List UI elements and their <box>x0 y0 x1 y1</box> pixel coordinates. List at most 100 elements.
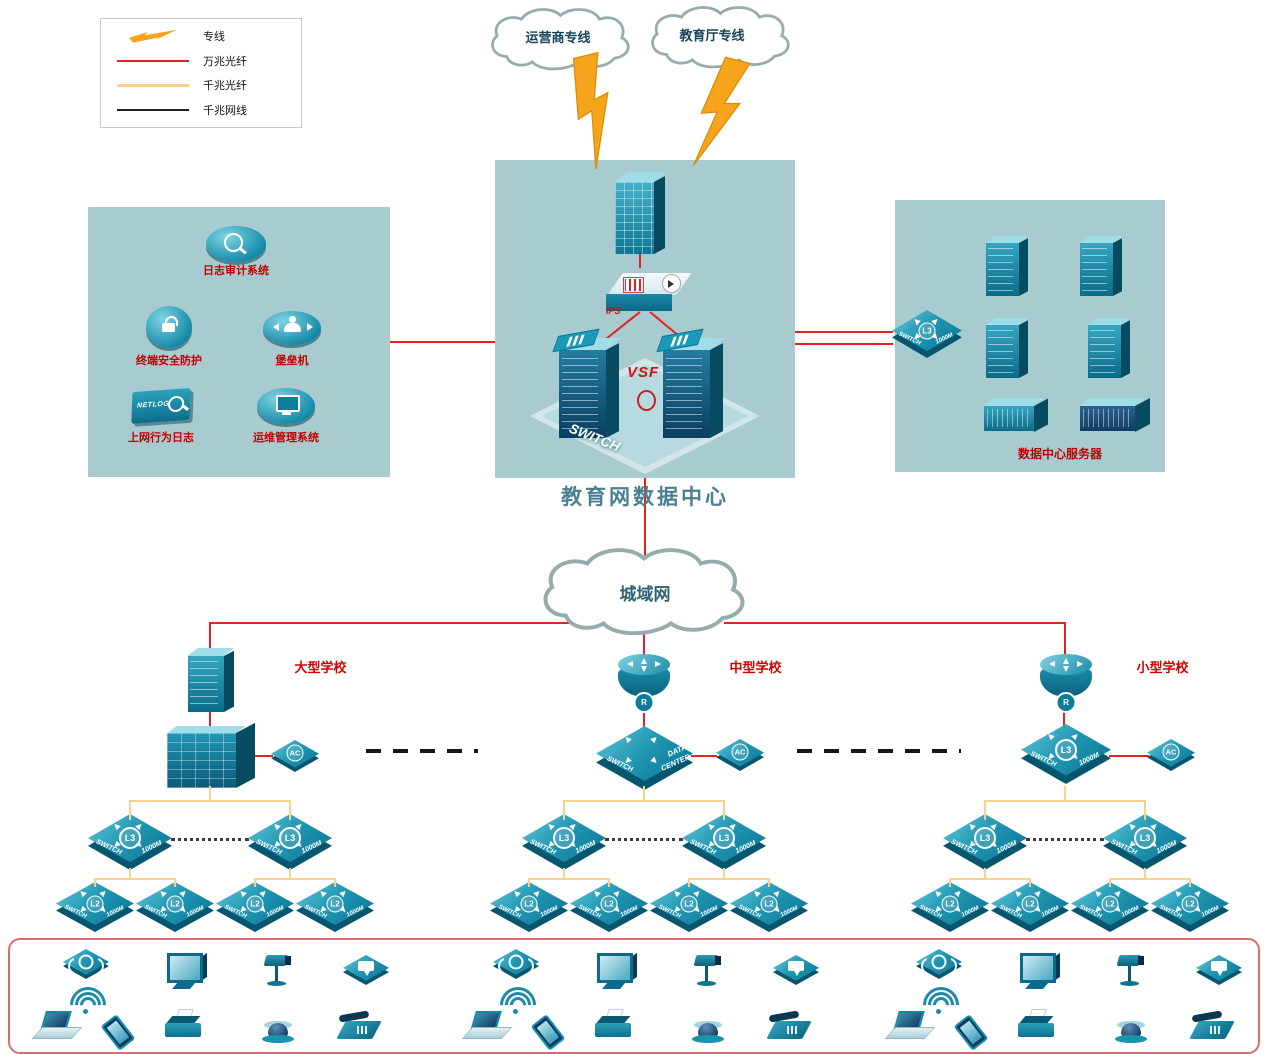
fiber-1g-link <box>254 878 256 887</box>
school-firewall-icon <box>167 723 255 788</box>
laptop-icon <box>884 1011 936 1039</box>
fiber-1g-link <box>1109 878 1191 880</box>
dotted-ellipsis <box>1026 838 1104 841</box>
ips-screen <box>623 277 645 293</box>
lightning-bolt-icon <box>572 51 609 170</box>
blade-chassis-icon <box>1080 397 1150 436</box>
vsf-ring-icon <box>637 390 656 411</box>
l2-switch-icon: L2 SWITCH 1000M <box>1151 882 1229 932</box>
red-line-legend-icon <box>117 59 189 62</box>
l2-badge: L2 <box>941 895 959 912</box>
security-item-label: 运维管理系统 <box>253 432 319 444</box>
legend-label: 万兆光纤 <box>203 55 247 68</box>
fiber-1g-link <box>94 878 176 880</box>
log-audit-icon <box>206 226 266 262</box>
arrow-port-icon <box>661 274 681 294</box>
l2-switch-icon: L2 SWITCH 1000M <box>296 882 374 932</box>
fiber-10g-link <box>1063 698 1065 728</box>
core-firewall-icon <box>615 172 667 254</box>
ip-phone-icon <box>1189 1010 1236 1043</box>
laptop-icon <box>31 1011 83 1039</box>
endpoint-device-group <box>868 945 1265 1053</box>
legend-row: 万兆光纤 <box>103 53 299 69</box>
dome-camera-icon <box>1114 1013 1148 1043</box>
fiber-1g-link <box>1144 868 1146 880</box>
ac-badge: AC <box>286 744 304 762</box>
dome-camera-icon <box>691 1013 725 1043</box>
ptz-camera-icon <box>259 951 299 991</box>
school-label-large: 大型学校 <box>294 660 347 675</box>
ac-controller-icon: AC <box>1147 739 1195 771</box>
fiber-10g-link <box>644 478 646 560</box>
l3-switch-icon: L3 SWITCH 1000M <box>248 814 332 870</box>
core-switch-chassis-icon <box>552 328 622 438</box>
fiber-1g-link <box>984 800 986 820</box>
fiber-1g-link <box>563 800 565 820</box>
l2-switch-icon: L2 SWITCH 1000M <box>490 882 568 932</box>
l2-switch-icon: L2 SWITCH 1000M <box>911 882 989 932</box>
smartphone-icon <box>953 1014 989 1051</box>
ac-badge: AC <box>1162 743 1180 761</box>
l2-badge: L2 <box>166 895 184 912</box>
l3-badge: L3 <box>918 322 936 340</box>
ip-phone-icon <box>766 1010 813 1043</box>
smartphone-icon <box>100 1014 136 1051</box>
fiber-10g-link <box>209 710 211 730</box>
fiber-1g-link <box>334 878 336 887</box>
lightning-legend-icon <box>129 29 177 43</box>
ip-phone-icon <box>336 1010 383 1043</box>
education-cloud-label: 教育厅专线 <box>679 28 745 43</box>
fiber-10g-link <box>209 622 569 624</box>
fiber-1g-link <box>1109 878 1111 887</box>
fiber-10g-link <box>390 341 495 343</box>
security-item-label: 日志审计系统 <box>203 265 269 277</box>
legend: 专线 万兆光纤 千兆光纤 千兆网线 <box>100 18 302 128</box>
l2-badge: L2 <box>326 895 344 912</box>
l3-badge: L3 <box>119 827 141 850</box>
fiber-1g-link <box>129 868 131 880</box>
ac-controller-icon: AC <box>271 740 319 772</box>
printer-icon <box>595 1009 637 1041</box>
wireless-ap-icon <box>63 949 109 979</box>
l3-switch-icon: L3 SWITCH 1000M <box>1021 724 1111 784</box>
school-access-subtree: L3 SWITCH 1000M L3 SWITCH 1000M L2 SWITC… <box>865 780 1265 955</box>
fiber-1g-link <box>1029 878 1031 887</box>
wifi-signal-icon <box>492 979 544 1031</box>
server-icon <box>1088 318 1130 378</box>
fiber-1g-link <box>984 800 1146 802</box>
l2-switch-icon: L2 SWITCH 1000M <box>1071 882 1149 932</box>
l3-switch-icon: L3 SWITCH 1000M <box>943 814 1027 870</box>
l2-badge: L2 <box>246 895 264 912</box>
router-badge: R <box>1055 691 1077 713</box>
l2-badge: L2 <box>760 895 778 912</box>
fiber-1g-link <box>129 800 291 802</box>
bastion-host-icon <box>263 311 321 345</box>
server-icon <box>1080 236 1122 296</box>
netlog-label: NETLOG <box>136 400 170 410</box>
fiber-10g-link <box>795 331 893 333</box>
l2-badge: L2 <box>520 895 538 912</box>
carrier-cloud-label: 运营商专线 <box>525 30 591 45</box>
fiber-10g-link <box>795 343 893 345</box>
fiber-1g-link <box>129 800 131 820</box>
l2-switch-icon: L2 SWITCH 1000M <box>216 882 294 932</box>
fiber-1g-link <box>254 878 336 880</box>
fiber-1g-link <box>1064 786 1066 802</box>
legend-row: 千兆光纤 <box>103 77 299 93</box>
dome-camera-icon <box>261 1013 295 1043</box>
server-zone-switch-icon: L3 SWITCH 1000M <box>892 310 962 358</box>
fiber-10g-link <box>209 622 211 656</box>
router-icon: R <box>1040 654 1092 713</box>
fiber-10g-link <box>724 622 1066 624</box>
fiber-1g-link <box>768 878 770 887</box>
school-label-medium: 中型学校 <box>729 660 782 675</box>
fiber-1g-link <box>174 878 176 887</box>
legend-label: 千兆网线 <box>203 104 247 117</box>
fiber-1g-link <box>643 786 645 802</box>
fiber-10g-link <box>643 630 645 658</box>
l2-badge: L2 <box>600 895 618 912</box>
fiber-1g-link <box>563 868 565 880</box>
security-item-label: 终端安全防护 <box>136 355 202 367</box>
fiber-10g-link <box>639 254 641 268</box>
fiber-1g-link <box>563 800 725 802</box>
